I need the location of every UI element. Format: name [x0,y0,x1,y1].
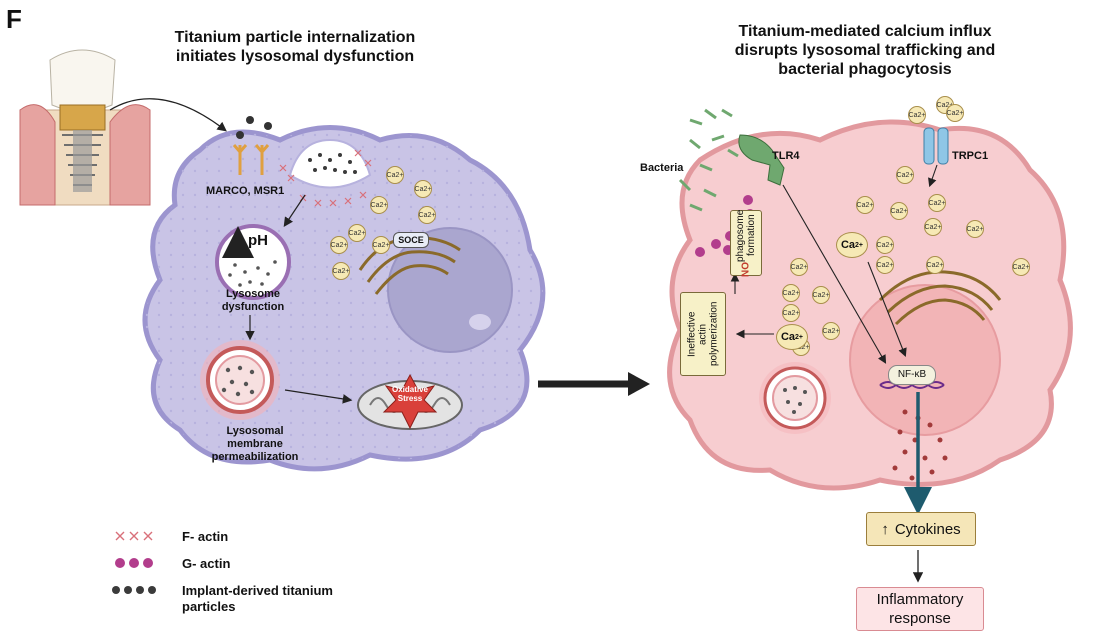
calcium-ion: Ca2+ [782,284,800,302]
dental-implant-illustration [19,49,151,206]
calcium-ion: Ca2+ [370,196,388,214]
legend-titanium-symbol [112,586,156,594]
calcium-ion: Ca2+ [418,206,436,224]
right-lysosome [759,362,831,434]
right-title-line3: bacterial phagocytosis [778,61,952,78]
extracellular-titanium-particles [236,116,272,139]
calcium-ion: Ca2+ [348,224,366,242]
left-panel-title: Titanium particle internalization initia… [140,28,450,66]
ca-label: Ca [840,239,856,251]
bacteria-cluster [678,108,739,212]
calcium-ion: Ca2+ [890,202,908,220]
lysosome-dysfunction-label: Lysosome dysfunction [221,288,285,313]
ineffective-actin-box: Ineffective actin polymerization [680,292,726,376]
calcium-ion: Ca2+ [896,166,914,184]
implant-to-cell-arrow [109,98,227,132]
right-title-line1: Titanium-mediated calcium influx [738,23,992,40]
internalized-particles [308,153,357,174]
tlr4-label: TLR4 [772,150,800,162]
ca-charge: 2+ [855,241,864,249]
legend-titanium-label: Implant-derived titanium particles [182,583,333,614]
calcium-ion: Ca2+ [924,218,942,236]
legend-g-actin-symbol [115,558,153,568]
calcium-ion: Ca2+ [822,322,840,340]
calcium-ion: Ca2+ [790,258,808,276]
ca-charge: 2+ [795,333,804,341]
receptors-label: MARCO, MSR1 [206,185,285,197]
marco-msr1-receptors [232,144,270,175]
nfkb-badge: NF-κB [888,365,936,385]
lmp-label: Lysosomal membrane permeabilization [211,425,299,463]
legend-f-actin-label: F- actin [182,529,229,544]
calcium-ion: Ca2+ [1012,258,1030,276]
calcium-ion: Ca2+ [372,236,390,254]
inflammatory-response-box: Inflammatory response [856,587,984,631]
trpc1-channel [923,127,949,165]
legend-g-actin-label: G- actin [182,556,231,571]
calcium-ion: Ca2+ [330,236,348,254]
no-label: NO [740,261,752,277]
er-structure-right [878,270,1002,326]
right-panel-title: Titanium-mediated calcium influx disrupt… [690,22,1040,79]
permeabilized-lysosome [200,340,280,420]
calcium-ion: Ca2+ [966,220,984,238]
right-cell-body [667,119,1073,491]
no-phagosome-box: NO phagosome formation [730,209,762,277]
left-title-line1: Titanium particle internalization [174,29,416,46]
calcium-ion: Ca2+ [332,262,350,280]
calcium-ion: Ca2+ [856,196,874,214]
bacteria-label: Bacteria [640,162,684,174]
calcium-ion: Ca2+ [782,304,800,322]
secreted-cytokines [892,409,948,481]
calcium-ion: Ca2+ [812,286,830,304]
ca-label: Ca [780,331,796,343]
left-title-line2: initiates lysosomal dysfunction [175,48,415,65]
phagosome-formation-label: phagosome formation [735,209,757,262]
up-arrow-icon: ↑ [881,520,889,538]
right-title-line2: disrupts lysosomal trafficking and [734,42,996,59]
f-actin-crosses-left [279,149,372,207]
legend-f-actin-symbol [115,531,153,541]
calcium-ion: Ca2+ [926,256,944,274]
oxidative-stress-label: Oxidative Stress [391,385,428,403]
mitochondrion [357,373,463,430]
soce-label: SOCE [393,232,429,248]
calcium-ion: Ca2+ [908,106,926,124]
calcium-ion: Ca2+ [876,236,894,254]
calcium-ion: Ca2+ [414,180,432,198]
cytokines-box: ↑ Cytokines [866,512,976,546]
calcium-ion: Ca2+ [946,104,964,122]
right-nucleus [849,284,1001,436]
ph-label: pH [248,232,268,249]
calcium-ion: Ca2+ [928,194,946,212]
calcium-ion: Ca2+ [386,166,404,184]
trpc1-label: TRPC1 [952,150,989,162]
panel-letter: F [6,4,22,34]
cytokines-label: Cytokines [894,520,961,538]
tlr4-receptor [738,134,785,186]
calcium-ion: Ca2+ [876,256,894,274]
